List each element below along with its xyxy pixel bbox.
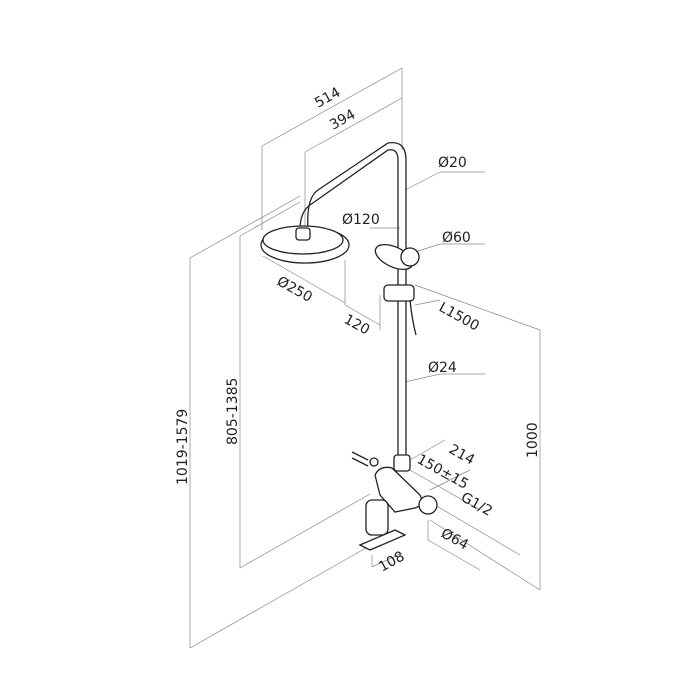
dim-mixer-to-top: 1000 [525,422,541,458]
dim-thread: G1/2 [458,490,495,520]
dim-hand-shower: Ø120 [342,212,380,228]
connector-screw [351,451,369,467]
wall-flange [418,495,438,515]
wall-holder [400,247,420,267]
dim-394: 394 [327,107,358,134]
dim-mixer-width: 214 [446,442,477,469]
dim-spout: 108 [376,549,407,576]
dim-pipe-top: Ø20 [438,155,467,171]
hose [409,299,417,336]
dimension-labels: 514 394 Ø20 Ø120 Ø60 Ø250 120 L1500 Ø24 … [175,85,541,576]
dim-514: 514 [312,85,343,112]
mixer-handle [365,499,389,536]
mixer-body [374,466,423,513]
slider [383,284,415,302]
dim-head: Ø250 [274,274,315,306]
spout [358,529,407,551]
shower-parts [260,141,438,551]
dimension-lines [189,67,541,649]
dim-pipe-main: Ø24 [428,360,457,376]
dim-head-offset: 120 [341,312,372,339]
dim-total-height: 1019-1579 [175,409,191,485]
dim-hose: L1500 [436,300,482,335]
dim-holder: Ø60 [442,230,471,246]
diverter [393,454,411,472]
dim-head-height: 805-1385 [225,378,241,445]
dim-flange: Ø64 [438,526,471,554]
riser-pipe [299,149,399,465]
